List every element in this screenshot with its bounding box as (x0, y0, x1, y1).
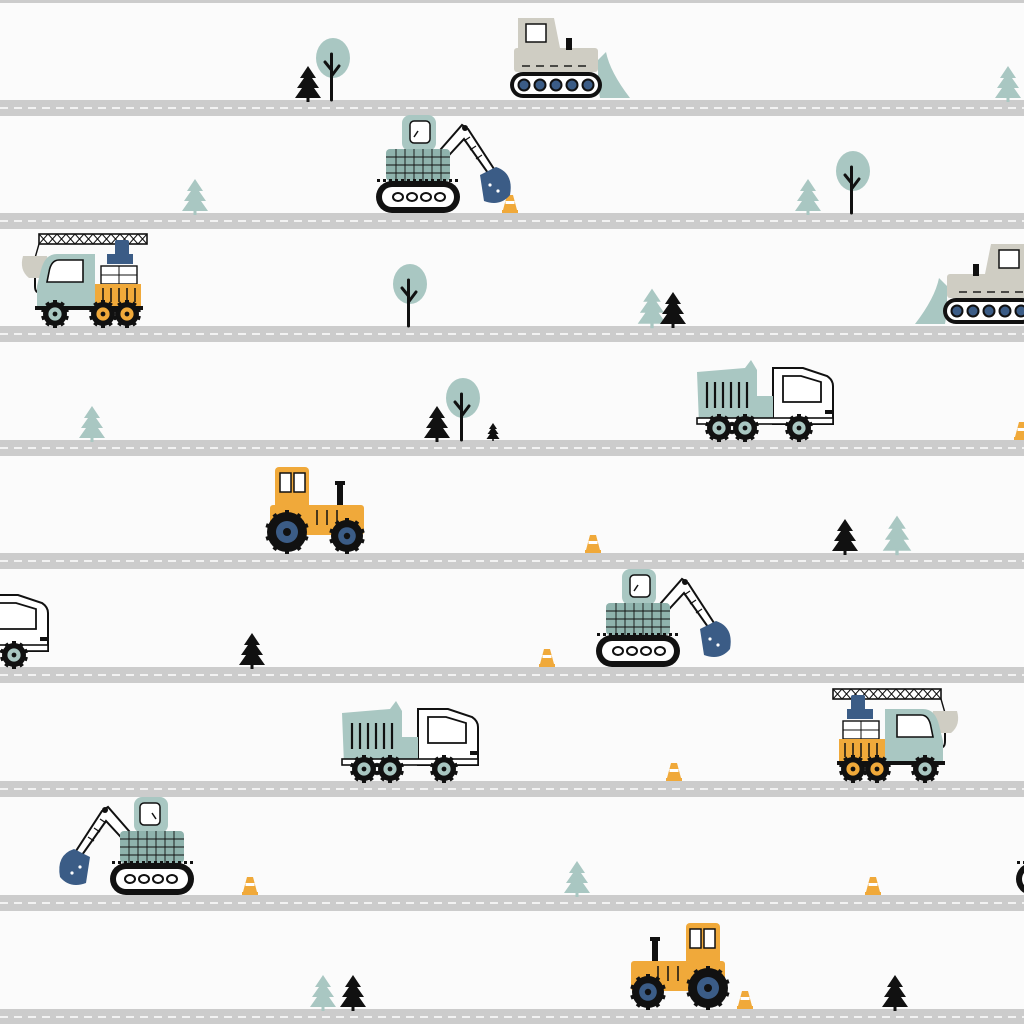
tree-pine-sage (79, 406, 105, 442)
tractor (630, 923, 730, 1010)
traffic-cone (242, 877, 258, 895)
road (0, 213, 1024, 229)
tree-pine-sage (564, 861, 590, 897)
traffic-cone (585, 535, 601, 553)
crane-truck (832, 688, 959, 783)
traffic-cone (502, 195, 518, 213)
tree-round-sage (316, 38, 350, 102)
bulldozer (510, 18, 630, 98)
tree-round-sage (836, 151, 870, 215)
excavator (596, 569, 731, 667)
tree-pine-black (239, 633, 265, 669)
tractor (265, 467, 365, 554)
road-edge-top (0, 0, 1024, 3)
dump-truck (0, 594, 49, 669)
road (0, 100, 1024, 116)
traffic-cones (242, 195, 1024, 1009)
excavator (59, 797, 194, 895)
tree-pine-black (832, 519, 858, 555)
vehicles (0, 18, 1024, 1010)
road (0, 326, 1024, 342)
excavator (376, 115, 511, 213)
traffic-cone (539, 649, 555, 667)
tree-pine-black (424, 406, 450, 442)
tree-pine-black (340, 975, 366, 1011)
tree-pine-sage (995, 66, 1021, 102)
traffic-cone (1014, 422, 1024, 440)
bulldozer (915, 244, 1024, 324)
tree-pine-sage (182, 179, 208, 215)
dump-truck (696, 360, 834, 442)
tree-round-sage (393, 264, 427, 328)
tree-pine-black (486, 423, 500, 441)
road (0, 667, 1024, 683)
road (0, 440, 1024, 456)
tree-pine-black (295, 66, 321, 102)
road (0, 1009, 1024, 1024)
tree-pine-black (882, 975, 908, 1011)
tree-pine-sage (637, 288, 667, 329)
crane-truck (21, 233, 148, 328)
crane-boom (38, 233, 148, 245)
tree-pine-sage (310, 975, 336, 1011)
crane-boom (832, 688, 942, 700)
tree-pine-black (660, 292, 686, 328)
tree-pine-sage (882, 515, 912, 556)
road (0, 781, 1024, 797)
trees (79, 38, 1021, 1011)
tree-round-sage (446, 378, 480, 442)
dump-truck (341, 701, 479, 783)
traffic-cone (666, 763, 682, 781)
road (0, 895, 1024, 911)
road (0, 553, 1024, 569)
traffic-cone (865, 877, 881, 895)
traffic-cone (737, 991, 753, 1009)
tree-pine-sage (795, 179, 821, 215)
